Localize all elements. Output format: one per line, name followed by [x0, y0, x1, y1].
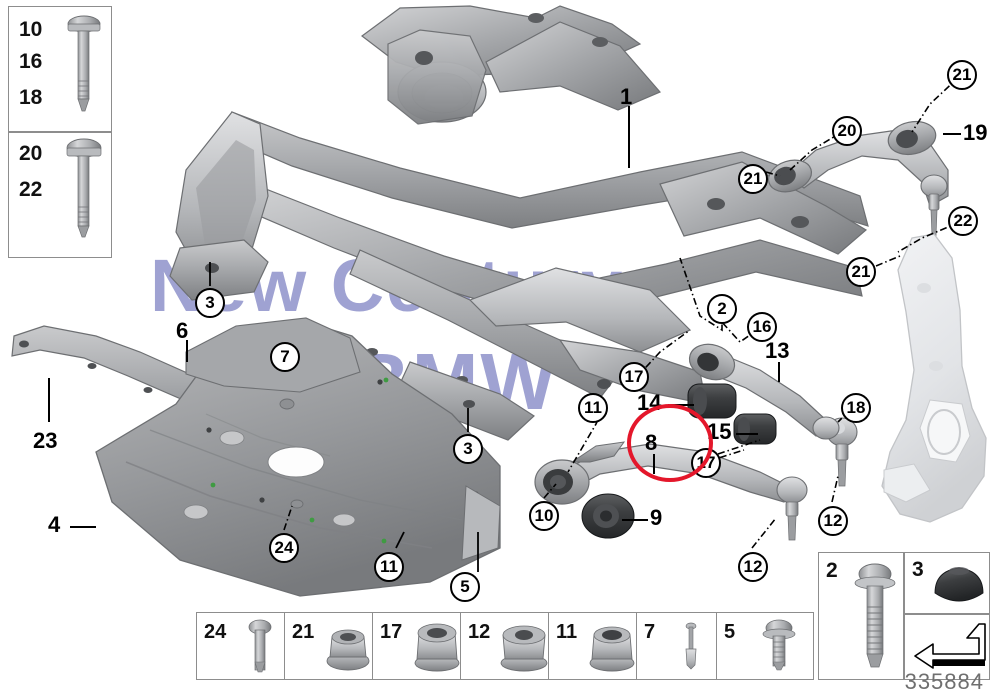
callout-10: 10 [529, 501, 559, 531]
callout-12-knuckle: 12 [818, 506, 848, 536]
callout-20: 20 [832, 116, 862, 146]
callout-12-lower-arm: 12 [738, 552, 768, 582]
callout-6-leader [186, 340, 188, 362]
legend-box-3: 3 [904, 552, 990, 614]
callout-21-knuckle: 21 [846, 257, 876, 287]
legend-box-direction-arrow [904, 614, 990, 680]
bolt-icon-lower [66, 138, 102, 238]
legend-item-11: 11 [549, 613, 637, 679]
legend-label-21: 21 [292, 621, 315, 643]
callout-23: 23 [33, 428, 58, 453]
legend-item-24: 24 [197, 613, 285, 679]
callout-22: 22 [948, 206, 978, 236]
castle-nut-icon [500, 625, 548, 672]
callout-24: 24 [269, 533, 299, 563]
bushing-15 [733, 413, 777, 445]
diagram-image-id: 335884 [904, 669, 984, 694]
legend-label-box-2: 2 [826, 559, 838, 582]
callout-13: 13 [765, 338, 790, 363]
callout-21-upper-left: 21 [738, 164, 768, 194]
callout-16: 16 [747, 312, 777, 342]
legend-item-17: 17 [373, 613, 461, 679]
collar-nut-icon [414, 623, 460, 672]
callout-4-leader [70, 526, 96, 528]
legend-label-box-3: 3 [912, 558, 924, 581]
legend-top-left: 10 16 18 20 22 [8, 6, 112, 258]
legend-number-20: 20 [19, 142, 43, 165]
callout-21-upper-right: 21 [947, 60, 977, 90]
callout-5: 5 [450, 572, 480, 602]
legend-label-17: 17 [380, 621, 403, 643]
callout-4: 4 [48, 512, 61, 537]
callout-7: 7 [270, 342, 300, 372]
legend-number-18: 18 [19, 86, 43, 109]
legend-number-16: 16 [19, 50, 43, 73]
hex-bolt-icon [248, 619, 272, 673]
rubber-stopper-icon [934, 567, 984, 602]
callout-18: 18 [841, 393, 871, 423]
legend-bottom-strip: 24 21 17 [196, 612, 814, 680]
flange-nut-11-icon [589, 626, 635, 672]
flange-nut-icon [326, 629, 370, 671]
callout-15-leader [736, 433, 758, 435]
callout-6: 6 [176, 318, 189, 343]
legend-number-22: 22 [19, 178, 43, 201]
legend-label-12: 12 [468, 621, 491, 643]
legend-item-12: 12 [461, 613, 549, 679]
callout-19-leader [943, 133, 961, 135]
callout-11-upper: 11 [578, 393, 608, 423]
callout-19: 19 [963, 120, 988, 145]
callout-1-leader [628, 106, 630, 168]
callout-9-leader [622, 519, 648, 521]
callout-3-left: 3 [195, 288, 225, 318]
watermark-line-2: BMW [352, 337, 558, 426]
callout-3-center: 3 [453, 434, 483, 464]
legend-label-5: 5 [724, 621, 736, 643]
callout-9: 9 [650, 505, 663, 530]
bushing-9 [581, 493, 635, 539]
callout-2: 2 [707, 294, 737, 324]
legend-label-7: 7 [644, 621, 656, 643]
legend-box-2: 2 [818, 552, 904, 680]
legend-label-11: 11 [556, 621, 578, 643]
callout-23-leader [48, 378, 50, 422]
highlight-ring-part-8 [627, 404, 713, 482]
watermark-line-1: New Century [150, 244, 625, 327]
legend-item-5: 5 [717, 613, 813, 679]
legend-label-24: 24 [204, 621, 227, 643]
bolt-icon-upper [67, 15, 101, 112]
callout-17-upper: 17 [619, 362, 649, 392]
flange-screw-icon [762, 619, 796, 671]
hex-flange-bolt-icon [854, 563, 896, 668]
legend-item-21: 21 [285, 613, 373, 679]
callout-13-leader [778, 362, 780, 382]
direction-arrow-icon [914, 623, 986, 669]
legend-number-10: 10 [19, 18, 43, 41]
legend-divider [9, 131, 111, 133]
callout-11-shield: 11 [374, 552, 404, 582]
expanding-rivet-icon [685, 622, 697, 670]
legend-item-7: 7 [637, 613, 717, 679]
callout-1: 1 [620, 84, 633, 109]
